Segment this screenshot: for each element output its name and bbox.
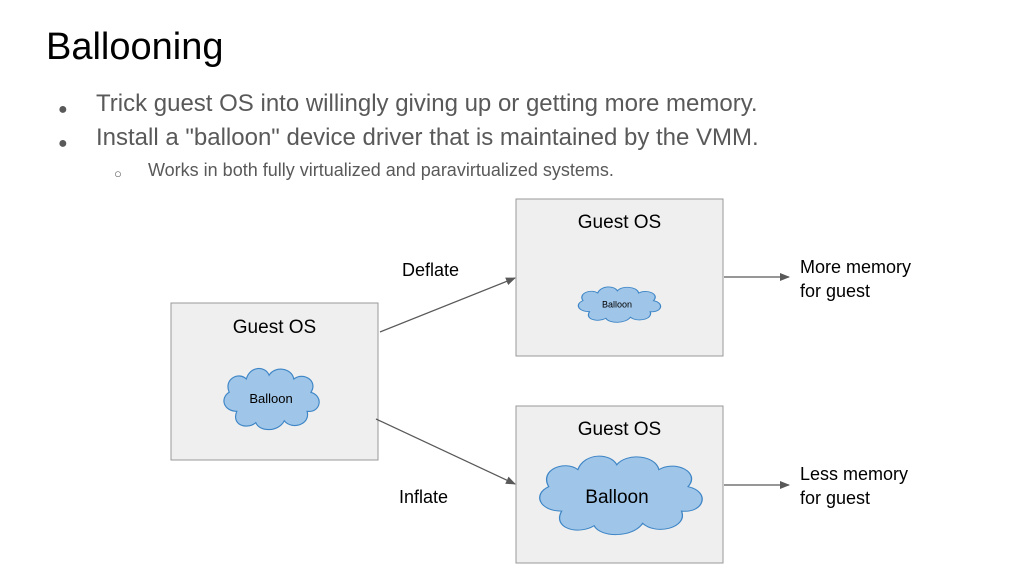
more-memory-label-line2: for guest	[800, 281, 870, 301]
bullet-text: Trick guest OS into willingly giving up …	[96, 90, 758, 117]
top-balloon-cloud	[577, 286, 662, 323]
inflate-arrow	[375, 418, 516, 485]
deflate-arrow	[379, 277, 516, 333]
bottom-guest-os-box: Guest OS Balloon	[515, 405, 724, 564]
left-guest-os-box: Guest OS Balloon	[170, 302, 379, 461]
less-memory-label-line2: for guest	[800, 488, 870, 508]
bottom-guest-os-label: Guest OS	[578, 419, 661, 440]
less-memory-label-line1: Less memory	[800, 464, 908, 484]
sub-bullet-text: Works in both fully virtualized and para…	[148, 160, 614, 180]
inflate-label: Inflate	[399, 487, 448, 507]
bullet-dot-icon: ●	[58, 135, 68, 152]
top-balloon-label: Balloon	[602, 300, 632, 310]
bottom-balloon-label: Balloon	[585, 487, 648, 508]
left-balloon-cloud	[223, 367, 320, 431]
slide-title: Ballooning	[46, 26, 224, 68]
more-memory-label-line1: More memory	[800, 257, 911, 277]
bullet-dot-icon: ●	[58, 101, 68, 118]
bottom-balloon-cloud	[539, 455, 703, 536]
bullet-text: Install a "balloon" device driver that i…	[96, 124, 759, 151]
left-guest-os-label: Guest OS	[233, 317, 316, 338]
deflate-label: Deflate	[402, 260, 459, 280]
top-guest-os-label: Guest OS	[578, 212, 661, 233]
top-guest-os-box: Guest OS Balloon	[515, 198, 724, 357]
bullet-ring-icon: ○	[114, 166, 122, 181]
left-balloon-label: Balloon	[249, 391, 292, 406]
